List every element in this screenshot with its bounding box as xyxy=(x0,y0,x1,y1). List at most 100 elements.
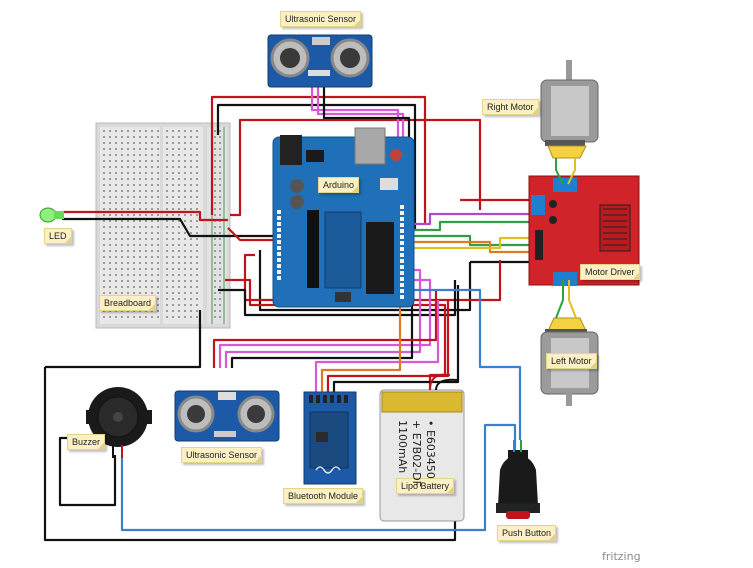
breadboard-hole xyxy=(196,292,198,294)
note-right-motor: Right Motor xyxy=(482,99,539,115)
breadboard-hole xyxy=(127,130,129,132)
breadboard-hole xyxy=(178,214,180,216)
breadboard-hole xyxy=(145,244,147,246)
motor-wires xyxy=(555,158,577,319)
breadboard-hole xyxy=(172,316,174,318)
arduino-pin xyxy=(277,252,281,256)
breadboard-hole xyxy=(145,310,147,312)
breadboard-hole xyxy=(127,244,129,246)
breadboard-hole xyxy=(109,190,111,192)
breadboard-hole xyxy=(145,268,147,270)
breadboard-hole xyxy=(115,232,117,234)
breadboard-hole xyxy=(184,166,186,168)
breadboard-hole xyxy=(151,172,153,174)
breadboard-hole xyxy=(190,268,192,270)
breadboard-hole xyxy=(127,142,129,144)
breadboard-hole xyxy=(172,238,174,240)
breadboard-hole xyxy=(121,292,123,294)
breadboard-hole xyxy=(139,268,141,270)
breadboard-hole xyxy=(127,202,129,204)
breadboard-hole xyxy=(219,130,221,132)
arduino-pin xyxy=(277,246,281,250)
breadboard-hole xyxy=(178,280,180,282)
breadboard-hole xyxy=(103,226,105,228)
breadboard-hole xyxy=(157,220,159,222)
wire-black-bottom xyxy=(258,250,472,312)
breadboard-hole xyxy=(121,238,123,240)
breadboard-hole xyxy=(115,130,117,132)
breadboard-hole xyxy=(151,202,153,204)
breadboard-hole xyxy=(157,250,159,252)
arduino-pin xyxy=(400,229,404,233)
breadboard-hole xyxy=(157,184,159,186)
breadboard-hole xyxy=(178,232,180,234)
breadboard-hole xyxy=(139,316,141,318)
arduino-pin xyxy=(277,240,281,244)
breadboard-hole xyxy=(139,154,141,156)
breadboard-hole xyxy=(184,214,186,216)
breadboard-hole xyxy=(121,214,123,216)
breadboard-hole xyxy=(115,256,117,258)
breadboard-hole xyxy=(214,298,216,300)
breadboard-hole xyxy=(190,274,192,276)
breadboard-hole xyxy=(151,142,153,144)
breadboard-hole xyxy=(145,292,147,294)
breadboard-hole xyxy=(196,220,198,222)
breadboard-hole xyxy=(127,136,129,138)
breadboard-hole xyxy=(133,274,135,276)
breadboard-hole xyxy=(178,262,180,264)
breadboard-hole xyxy=(121,148,123,150)
wire-driver-purple xyxy=(410,212,530,226)
breadboard-hole xyxy=(121,184,123,186)
breadboard-hole xyxy=(172,184,174,186)
breadboard-hole xyxy=(115,178,117,180)
breadboard-hole xyxy=(214,166,216,168)
breadboard-hole xyxy=(145,208,147,210)
breadboard-hole xyxy=(219,166,221,168)
breadboard-hole xyxy=(133,166,135,168)
arduino-pin xyxy=(400,265,404,269)
breadboard-hole xyxy=(172,250,174,252)
breadboard-hole xyxy=(219,280,221,282)
breadboard-hole xyxy=(145,274,147,276)
breadboard-hole xyxy=(190,310,192,312)
breadboard-hole xyxy=(178,184,180,186)
arduino-pin xyxy=(400,289,404,293)
breadboard-hole xyxy=(139,292,141,294)
breadboard-hole xyxy=(190,256,192,258)
breadboard-hole xyxy=(219,250,221,252)
breadboard-hole xyxy=(127,166,129,168)
breadboard-hole xyxy=(214,130,216,132)
breadboard-hole xyxy=(214,160,216,162)
note-motor-driver: Motor Driver xyxy=(580,264,640,280)
breadboard-hole xyxy=(190,130,192,132)
breadboard-hole xyxy=(157,208,159,210)
breadboard-hole xyxy=(219,304,221,306)
breadboard-hole xyxy=(166,166,168,168)
breadboard-hole xyxy=(190,250,192,252)
breadboard-hole xyxy=(172,286,174,288)
breadboard-hole xyxy=(166,316,168,318)
arduino-pin xyxy=(277,234,281,238)
breadboard-hole xyxy=(219,148,221,150)
breadboard-hole xyxy=(190,232,192,234)
breadboard-hole xyxy=(196,166,198,168)
arduino-pin xyxy=(400,235,404,239)
breadboard-hole xyxy=(127,310,129,312)
breadboard-hole xyxy=(166,244,168,246)
breadboard-hole xyxy=(133,148,135,150)
breadboard-hole xyxy=(103,262,105,264)
breadboard-hole xyxy=(166,310,168,312)
breadboard-hole xyxy=(214,262,216,264)
breadboard-hole xyxy=(166,268,168,270)
breadboard-hole xyxy=(172,220,174,222)
breadboard-hole xyxy=(157,130,159,132)
note-breadboard: Breadboard xyxy=(99,295,157,311)
breadboard-hole xyxy=(214,238,216,240)
breadboard-hole xyxy=(133,250,135,252)
breadboard-hole xyxy=(157,148,159,150)
breadboard-hole xyxy=(151,196,153,198)
breadboard-hole xyxy=(157,256,159,258)
breadboard-hole xyxy=(157,172,159,174)
breadboard-hole xyxy=(172,232,174,234)
